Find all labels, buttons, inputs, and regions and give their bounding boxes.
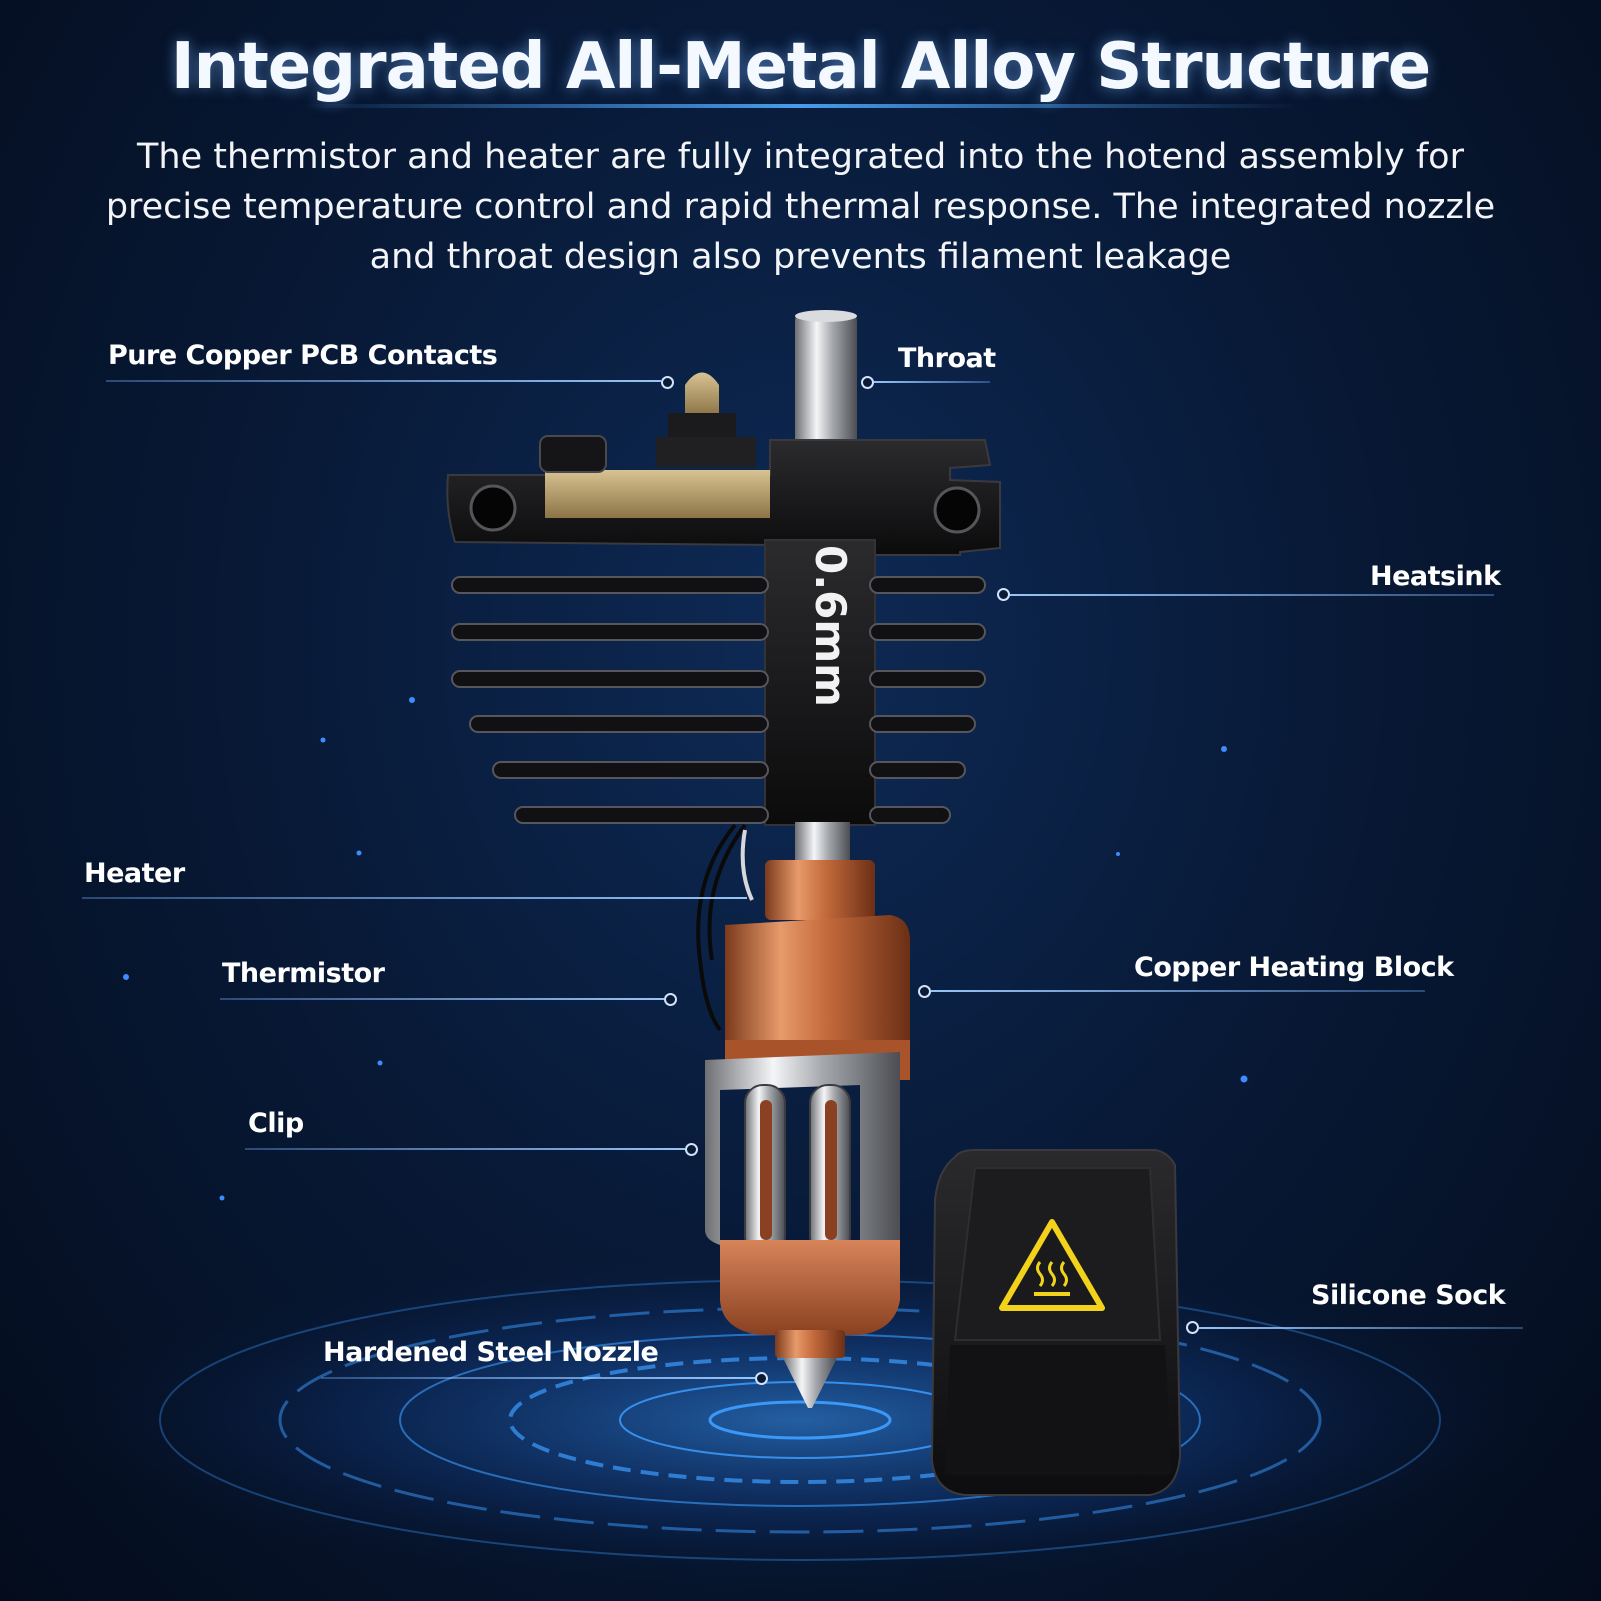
callout-dot-heatsink [997,588,1010,601]
steel-clip [705,1052,900,1256]
callout-dot-thermistor [664,993,677,1006]
heatsink-core [764,539,876,826]
pcb-board [545,470,770,518]
callout-line-thermistor [220,998,664,1000]
page-title: Integrated All-Metal Alloy Structure [170,30,1431,104]
callout-dot-silicone-sock [1186,1321,1199,1334]
callout-line-heatsink [1010,594,1494,596]
callout-clip: Clip [248,1108,304,1139]
callout-line-nozzle [321,1377,755,1379]
base-glow [40,1250,1560,1590]
callout-line-silicone-sock [1199,1327,1523,1329]
silicone-sock [930,1149,1182,1496]
callout-pcb-contacts: Pure Copper PCB Contacts [108,340,498,371]
heater-wire-white [740,829,754,901]
callout-heater: Heater [84,858,185,889]
hot-surface-warning-icon [999,1219,1105,1311]
callout-heatsink: Heatsink [1370,561,1501,592]
description-text: The thermistor and heater are fully inte… [105,137,1496,277]
nozzle-size-engraving: 0.6mm [806,545,855,707]
particles [123,697,1248,1201]
heatsink-fins [451,576,986,824]
heat-break [795,822,850,862]
callout-dot-throat [861,376,874,389]
callout-thermistor: Thermistor [222,958,385,989]
callout-line-clip [245,1148,685,1150]
pcb-contact-pin [656,372,756,467]
heatsink-top-plate [446,435,1001,556]
callout-line-throat [874,381,990,383]
copper-heating-block [725,915,910,1055]
hardened-steel-nozzle [775,1330,845,1408]
callout-dot-clip [685,1143,698,1156]
heater-wires [696,823,747,1032]
callout-silicone-sock: Silicone Sock [1311,1280,1506,1311]
callout-line-pcb-contacts [106,380,661,382]
callout-line-heater [82,897,747,899]
callout-dot-pcb-contacts [661,376,674,389]
throat-top [795,310,857,322]
callout-dot-nozzle [755,1372,768,1385]
copper-collar [765,860,875,920]
callout-copper-block: Copper Heating Block [1134,952,1454,983]
title-underline-glow [300,104,1300,108]
callout-line-copper-block [931,990,1425,992]
callout-dot-copper-block [918,985,931,998]
throat-tube [795,313,857,453]
callout-throat: Throat [898,343,996,374]
copper-lower-body [720,1240,900,1335]
callout-nozzle: Hardened Steel Nozzle [323,1337,659,1368]
